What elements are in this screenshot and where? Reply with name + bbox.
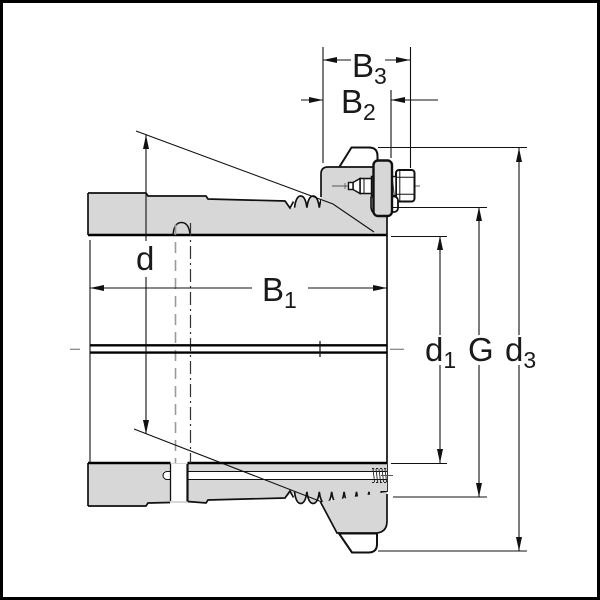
label-d3-base: d [505,331,523,368]
label-b1-sub: 1 [284,287,297,313]
dimension-labels: B3 B2 B1 d d1 G d3 [136,47,536,373]
slit-hidden-lines [174,223,192,463]
arrow-b3-right [396,57,410,63]
arrow-g-bottom [476,483,482,497]
arrow-d-top [143,135,149,149]
label-b1-base: B [262,271,284,308]
sleeve-lower-half [87,461,393,507]
dimension-d3 [516,148,522,551]
channel-end-cap [162,470,168,481]
arrow-g-top [476,207,482,221]
label-g-base: G [468,331,494,368]
label-b3: B3 [352,47,387,89]
lower-taper-surface [88,489,295,507]
nut-body-lower [320,492,387,533]
bolt-head-facets [396,170,414,201]
bolt-shank [359,177,373,195]
label-b3-sub: 3 [374,63,387,89]
sleeve-slit-slot [169,464,189,502]
label-d: d [136,240,154,277]
arrow-d1-bottom [437,449,443,463]
label-b2-sub: 2 [363,99,376,125]
dimension-extension-lines [89,47,527,552]
upper-wall-section [88,193,387,235]
ext-d-oblique-bottom [133,428,323,503]
nut-rim-lower [338,532,378,554]
dimension-b2 [301,97,438,103]
lock-nut-upper [320,146,420,218]
dimension-g [476,207,482,497]
label-d3-sub: 3 [523,347,536,373]
label-d-base: d [136,240,154,277]
axis-group [70,341,404,357]
removal-channel [162,468,393,483]
channel-edges [167,470,387,481]
bolt-tip [347,181,354,191]
nut-rim-upper [338,146,379,169]
channel-thread-hatch [372,468,388,483]
slit-arc [172,221,191,236]
arrow-d-bottom [143,420,149,434]
label-b2-base: B [341,83,363,120]
label-d1-sub: 1 [443,347,456,373]
arrow-b1-left [90,285,104,291]
label-d1: d1 [425,331,456,373]
arrow-b2-right [391,97,405,103]
dimension-b3 [323,57,410,63]
arrow-d3-bottom [516,537,522,551]
label-b3-base: B [352,47,374,84]
slit-void [170,464,188,501]
label-d3: d3 [505,331,536,373]
arrow-b1-right [373,285,387,291]
nut-body-upper-outline [320,166,374,197]
ext-d-oblique-top [135,130,375,233]
arrow-d1-top [437,236,443,250]
lock-nut-lower [319,492,388,554]
arrow-d3-top [516,148,522,162]
bolt-head [395,169,416,203]
channel-thread-dashed [372,468,387,483]
label-b1: B1 [262,271,297,313]
dimension-d1 [437,236,443,463]
dimension-b1 [90,285,387,291]
locking-washer-plate [372,159,394,218]
channel-void [163,471,387,480]
label-d1-base: d [425,331,443,368]
dimension-d [143,135,149,434]
arrow-b3-left [323,57,337,63]
label-g: G [468,331,494,368]
arrow-b2-left [309,97,323,103]
label-b2: B2 [341,83,376,125]
